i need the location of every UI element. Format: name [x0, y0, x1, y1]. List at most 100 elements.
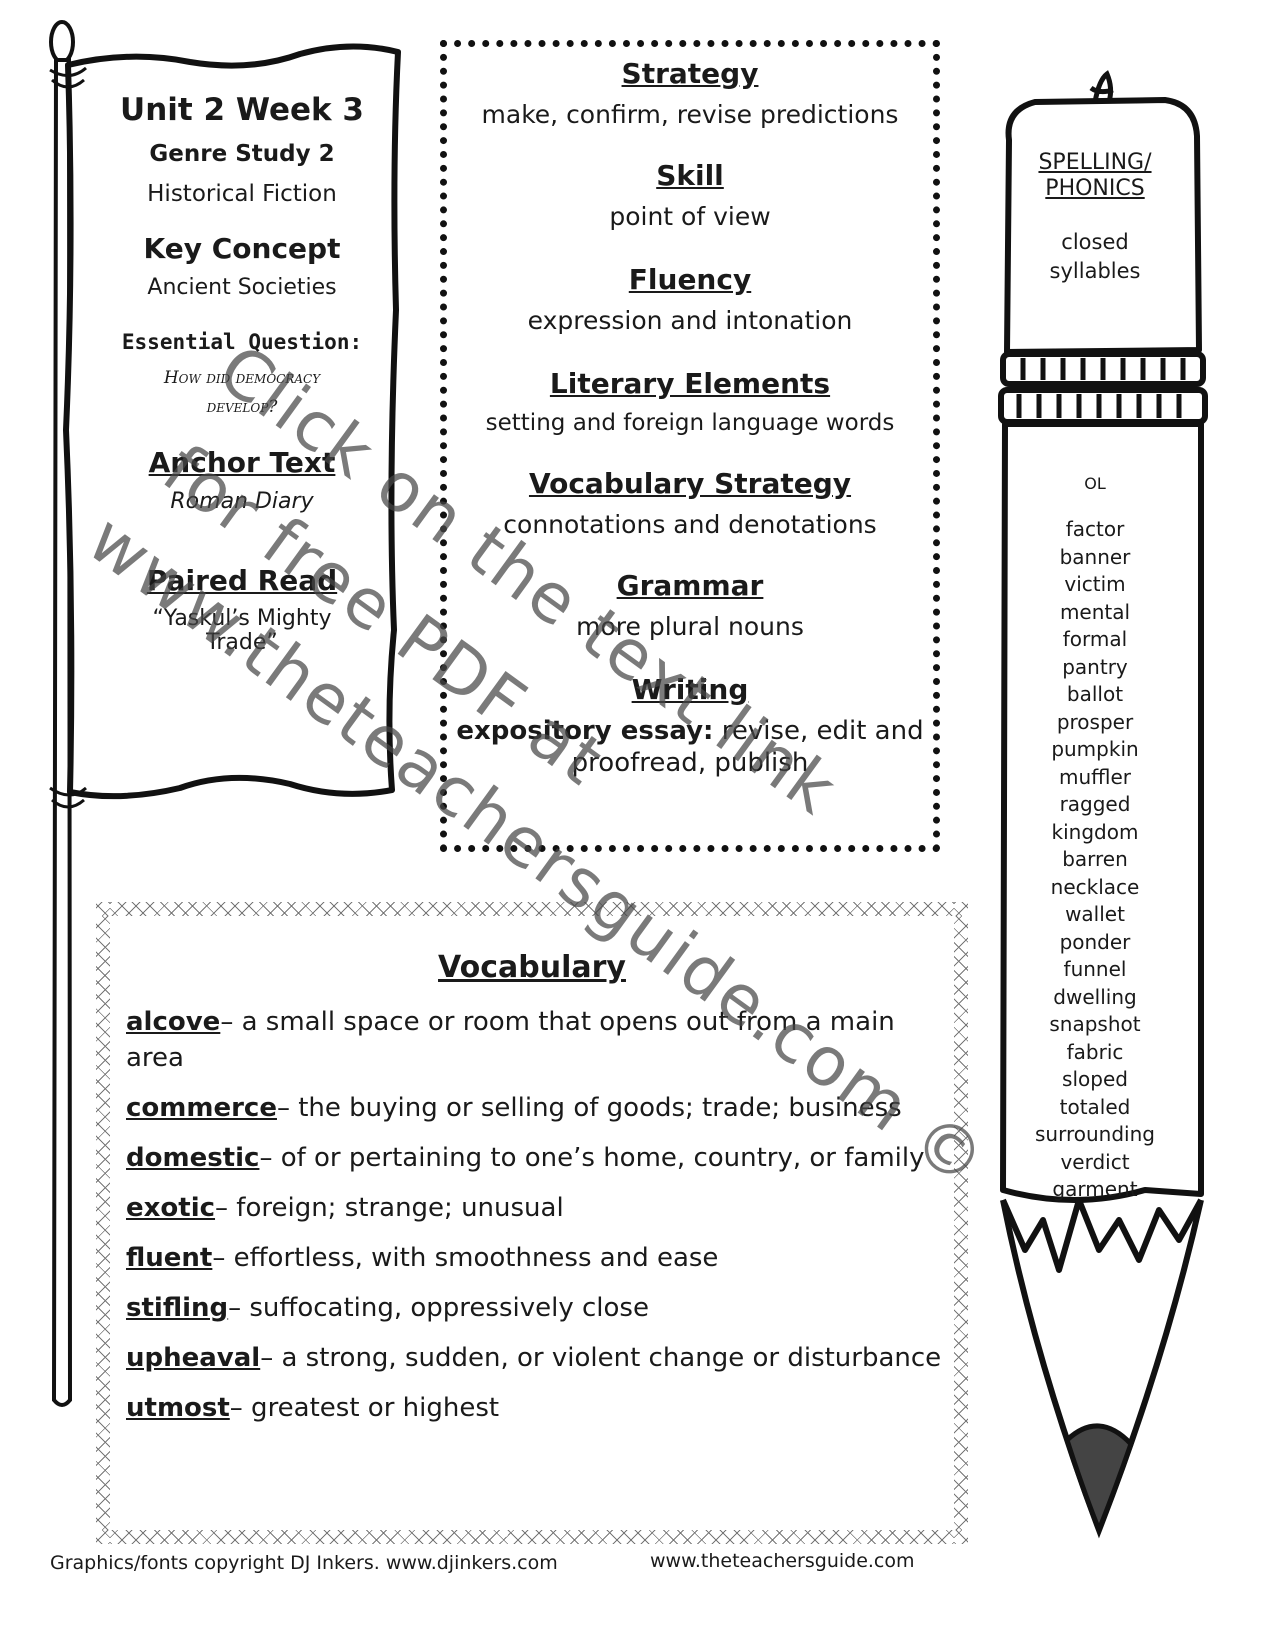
vocabulary-box: Vocabulary alcove– a small space or room… [96, 902, 968, 1544]
pencil-ferrule-bottom [998, 387, 1208, 425]
anchor-text-heading: Anchor Text [148, 446, 336, 479]
key-concept-text: Ancient Societies [147, 275, 337, 300]
spelling-word: ragged [1059, 792, 1131, 816]
skills-box: Strategy make, confirm, revise predictio… [440, 40, 940, 852]
vocab-definition: – effortless, with smoothness and ease [212, 1243, 719, 1273]
spelling-focus: closed syllables [1010, 228, 1180, 286]
vocab-item: alcove– a small space or room that opens… [126, 1004, 946, 1076]
skill-section-grammar: Grammar more plural nouns [447, 569, 933, 642]
spelling-word: muffler [1058, 764, 1132, 789]
spelling-word: ponder [1059, 929, 1131, 954]
spelling-word: snapshot [1049, 1012, 1141, 1036]
essential-question-line2: develop? [206, 396, 278, 417]
spelling-word: prosper [1056, 709, 1134, 734]
writing-line2: proofread, publish [571, 748, 809, 779]
vocab-definition: – the buying or selling of goods; trade;… [276, 1093, 902, 1123]
writing-lead: expository essay: [456, 715, 714, 746]
spelling-word: dwelling [1053, 984, 1137, 1009]
vocab-definition: – suffocating, oppressively close [228, 1293, 649, 1323]
paired-read-heading: Paired Read [146, 564, 338, 597]
vocabulary-title: Vocabulary [438, 950, 626, 985]
skill-section-writing: Writing expository essay: revise, edit a… [447, 673, 933, 780]
vocab-word: exotic [126, 1193, 216, 1223]
skill-section-vocabulary-strategy: Vocabulary Strategy connotations and den… [447, 467, 933, 540]
essential-question-text: How did democracy develop? [82, 364, 402, 422]
vocab-word: alcove [126, 1007, 221, 1037]
spelling-word: sloped [1062, 1067, 1128, 1091]
flag-pole-knob [49, 20, 75, 64]
vocabulary-box-inner: Vocabulary alcove– a small space or room… [110, 916, 954, 1530]
vocab-item: utmost– greatest or highest [126, 1390, 946, 1426]
fluency-text: expression and intonation [527, 305, 853, 335]
spelling-word: kingdom [1051, 819, 1139, 844]
spelling-word: formal [1062, 627, 1128, 651]
spelling-heading-line2: PHONICS [1045, 176, 1145, 202]
paired-read-line1: “Yaskul’s Mighty [152, 606, 332, 631]
spelling-focus-line2: syllables [1049, 259, 1141, 283]
vocab-word: domestic [126, 1143, 260, 1173]
spelling-word: surrounding [1035, 1122, 1155, 1146]
literary-elements-text: setting and foreign language words [485, 409, 895, 436]
vocabulary-list: alcove– a small space or room that opens… [126, 1004, 946, 1440]
pencil-ferrule-ridges [1016, 358, 1186, 418]
vocab-item: exotic– foreign; strange; unusual [126, 1190, 946, 1226]
pencil-wood-edge [1000, 1197, 1204, 1273]
spelling-word: garment [1052, 1177, 1138, 1201]
vocab-definition: – a small space or room that opens out f… [126, 1007, 895, 1073]
flag-cloth [63, 43, 401, 800]
vocab-word: upheaval [126, 1343, 261, 1373]
grammar-text: more plural nouns [576, 611, 804, 641]
pencil-tuft [1089, 70, 1114, 103]
essential-question-heading: Essential Question: [121, 330, 363, 354]
website-footer: www.theteachersguide.com [650, 1550, 915, 1572]
vocab-word: stifling [126, 1293, 229, 1323]
spelling-word: funnel [1063, 957, 1127, 981]
strategy-heading: Strategy [621, 57, 759, 90]
skill-section-fluency: Fluency expression and intonation [447, 263, 933, 336]
vocab-definition: – greatest or highest [229, 1393, 500, 1423]
skill-section-skill: Skill point of view [447, 159, 933, 232]
spelling-word: fabric [1066, 1039, 1124, 1064]
skill-section-strategy: Strategy make, confirm, revise predictio… [447, 57, 933, 130]
spelling-word: verdict [1060, 1149, 1130, 1174]
essential-question-line1: How did democracy [163, 368, 321, 388]
vocab-item: upheaval– a strong, sudden, or violent c… [126, 1340, 946, 1376]
spelling-word: necklace [1050, 874, 1140, 899]
spelling-word: totaled [1059, 1094, 1131, 1119]
spelling-word: pumpkin [1051, 737, 1139, 761]
vocab-word: commerce [126, 1093, 277, 1123]
pencil-graphic [998, 70, 1208, 1539]
vocabulary-strategy-heading: Vocabulary Strategy [528, 467, 852, 500]
flag-tie-bottom [49, 786, 87, 809]
spelling-word: factor [1065, 517, 1125, 541]
genre-study-label: Genre Study 2 [149, 141, 335, 168]
writing-text: expository essay: revise, edit and proof… [447, 715, 933, 780]
paired-read-line2: Trade” [206, 630, 278, 656]
spelling-word: banner [1059, 544, 1131, 569]
vocabulary-strategy-text: connotations and denotations [503, 509, 877, 539]
skill-heading: Skill [656, 159, 724, 192]
spelling-word: ballot [1066, 682, 1124, 706]
vocab-definition: – of or pertaining to one’s home, countr… [259, 1143, 925, 1173]
spelling-word: pantry [1062, 654, 1128, 679]
flag-tie-top [49, 66, 87, 89]
spelling-heading-line1: SPELLING/ [1038, 150, 1152, 175]
vocab-item: stifling– suffocating, oppressively clos… [126, 1290, 946, 1326]
spelling-focus-line1: closed [1061, 230, 1129, 254]
skill-text: point of view [609, 201, 771, 231]
grammar-heading: Grammar [616, 569, 764, 602]
spelling-word: victim [1064, 572, 1126, 596]
vocab-item: commerce– the buying or selling of goods… [126, 1090, 946, 1126]
vocab-item: domestic– of or pertaining to one’s home… [126, 1140, 946, 1176]
fluency-heading: Fluency [628, 263, 752, 296]
pencil-lead-tip [1064, 1423, 1134, 1537]
spelling-phonics-heading: SPELLING/ PHONICS [1010, 150, 1180, 203]
vocab-item: fluent– effortless, with smoothness and … [126, 1240, 946, 1276]
spelling-word: mental [1059, 599, 1131, 624]
anchor-text-title: Roman Diary [170, 489, 314, 514]
flag-banner-graphic [49, 20, 401, 1407]
strategy-text: make, confirm, revise predictions [481, 99, 899, 129]
spelling-word: barren [1062, 847, 1128, 871]
vocab-word: fluent [126, 1243, 213, 1273]
